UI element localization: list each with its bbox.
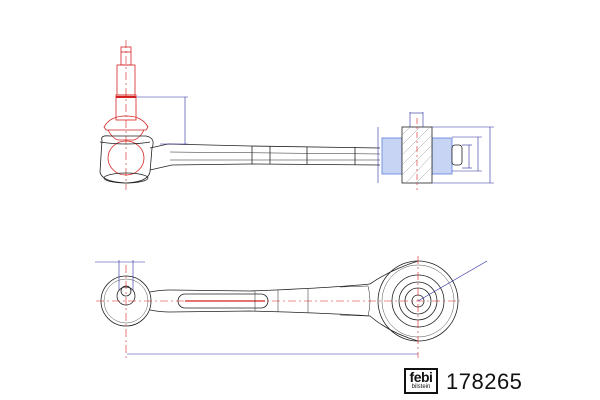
- ball-stud: [103, 40, 149, 190]
- febi-bilstein-logo: febi bilstein: [404, 368, 438, 394]
- plan-view: [95, 256, 488, 358]
- bushing: [381, 118, 463, 190]
- side-view: [99, 40, 494, 190]
- part-number: 178265: [446, 369, 523, 394]
- dimension-lines-side: [136, 96, 494, 184]
- centerlines: [96, 256, 460, 358]
- logo-text-bottom: bilstein: [411, 384, 431, 390]
- logo-text-top: febi: [409, 369, 433, 385]
- dimension-lines-plan: [95, 260, 488, 355]
- ball-housing: [99, 135, 381, 184]
